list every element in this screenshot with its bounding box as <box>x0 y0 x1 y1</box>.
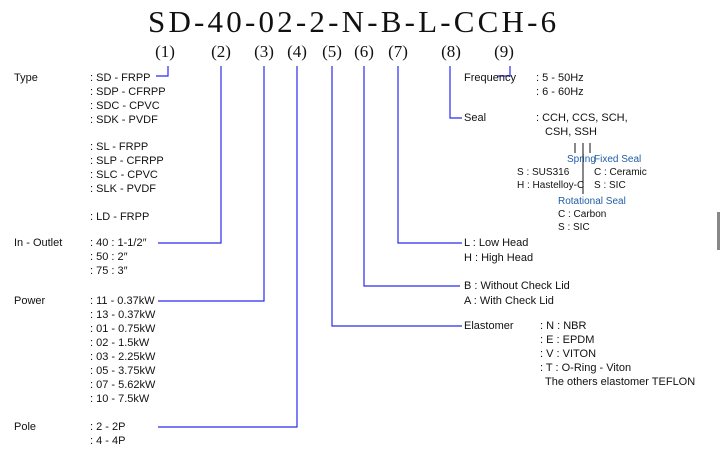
type-option-ld: : LD - FRPP <box>90 211 150 223</box>
elastomer-option-nbr: : N : NBR <box>540 320 587 332</box>
head-option-low: L : Low Head <box>464 237 529 249</box>
connector-frequency <box>497 66 511 77</box>
frequency-option-50hz: : 5 - 50Hz <box>536 72 584 84</box>
type-option-slk: : SLK - PVDF <box>90 183 157 195</box>
type-option-slc: : SLC - CPVC <box>90 169 158 181</box>
type-option-sdp: : SDP - CFRPP <box>90 86 166 98</box>
connector-pole <box>158 66 298 428</box>
type-option-sl: : SL - FRPP <box>90 141 149 153</box>
position-number-8: (8) <box>441 42 461 61</box>
spring-title: Spring <box>567 154 596 165</box>
seal-options-line-1: : CCH, CCS, SCH, <box>536 112 628 124</box>
elastomer-option-epdm: : E : EPDM <box>540 334 595 346</box>
seal-label: Seal <box>464 112 487 124</box>
position-number-4: (4) <box>287 42 307 61</box>
position-number-2: (2) <box>211 42 231 61</box>
check-lid-option-without: B : Without Check Lid <box>464 280 570 292</box>
pole-option-4p: : 4 - 4P <box>90 435 126 447</box>
spring-option-sus316: S : SUS316 <box>517 167 570 178</box>
elastomer-option-others: The others elastomer TEFLON <box>545 376 696 388</box>
head-option-high: H : High Head <box>464 252 534 264</box>
type-label: Type <box>14 72 38 84</box>
position-number-1: (1) <box>155 42 175 61</box>
inlet-label: In - Outlet <box>14 237 63 249</box>
pole-option-2p: : 2 - 2P <box>90 421 126 433</box>
power-option-03: : 03 - 2.25kW <box>90 351 156 363</box>
fixed-seal-option-ceramic: C : Ceramic <box>594 167 647 178</box>
connector-inlet <box>158 66 222 244</box>
type-option-sdk: : SDK - PVDF <box>90 114 158 126</box>
page-edge-scrollbar <box>717 212 720 250</box>
position-number-9: (9) <box>494 42 514 61</box>
fixed-seal-option-sic: S : SIC <box>594 180 626 191</box>
power-option-10: : 10 - 7.5kW <box>90 393 150 405</box>
type-option-sd: : SD - FRPP <box>90 72 151 84</box>
pole-label: Pole <box>14 421 37 433</box>
power-option-05: : 05 - 3.75kW <box>90 365 156 377</box>
check-lid-option-with: A : With Check Lid <box>464 295 554 307</box>
connector-type <box>156 66 169 77</box>
elastomer-option-oring: : T : O-Ring - Viton <box>540 362 632 374</box>
power-option-01: : 01 - 0.75kW <box>90 323 156 335</box>
power-option-02: : 02 - 1.5kW <box>90 337 150 349</box>
frequency-label: Frequency <box>464 72 516 84</box>
position-number-7: (7) <box>388 42 408 61</box>
inlet-option-40: : 40 : 1-1/2″ <box>90 237 147 249</box>
fixed-seal-title: Fixed Seal <box>594 154 642 165</box>
power-label: Power <box>14 295 46 307</box>
type-option-sdc: : SDC - CPVC <box>90 100 160 112</box>
rotational-seal-option-carbon: C : Carbon <box>558 209 607 220</box>
connector-check-lid <box>363 66 460 287</box>
connector-head <box>397 66 462 244</box>
elastomer-option-viton: : V : VITON <box>540 348 597 360</box>
spring-option-hastelloy: H : Hastelloy-C <box>517 180 585 191</box>
frequency-option-60hz: : 6 - 60Hz <box>536 86 584 98</box>
model-code: SD-40-02-2-N-B-L-CCH-6 <box>148 4 560 39</box>
rotational-seal-option-sic: S : SIC <box>558 222 590 233</box>
rotational-seal-title: Rotational Seal <box>558 196 626 207</box>
power-option-11: : 11 - 0.37kW <box>90 295 155 307</box>
position-number-6: (6) <box>354 42 374 61</box>
elastomer-label: Elastomer <box>464 320 514 332</box>
connector-elastomer <box>331 66 462 327</box>
type-option-slp: : SLP - CFRPP <box>90 155 164 167</box>
power-option-07: : 07 - 5.62kW <box>90 379 156 391</box>
inlet-option-75: : 75 : 3″ <box>90 265 128 277</box>
position-number-3: (3) <box>254 42 274 61</box>
inlet-option-50: : 50 : 2″ <box>90 251 128 263</box>
power-option-13: : 13 - 0.37kW <box>90 309 156 321</box>
position-number-5: (5) <box>322 42 342 61</box>
seal-options-line-2: CSH, SSH <box>545 126 597 138</box>
connector-power <box>158 66 265 302</box>
connector-seal <box>449 66 462 119</box>
